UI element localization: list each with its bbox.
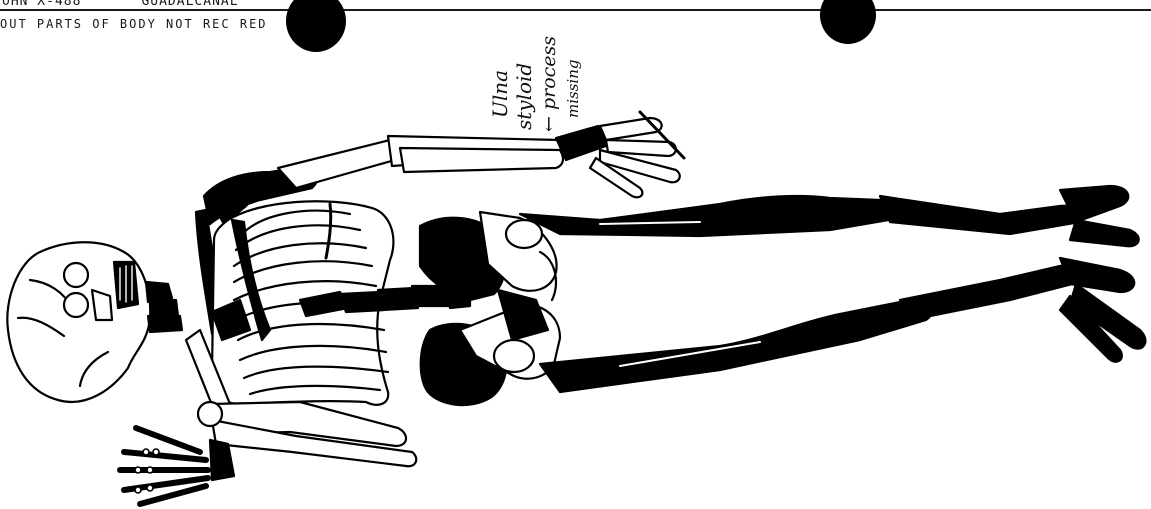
pelvis — [420, 212, 560, 405]
skull — [7, 242, 150, 402]
cervical-spine — [146, 282, 182, 332]
